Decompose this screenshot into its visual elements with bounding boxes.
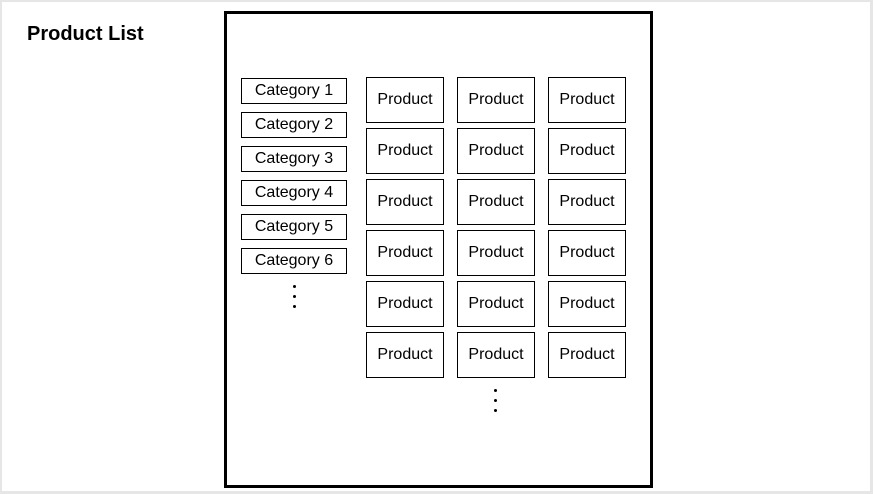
product-card[interactable]: Product bbox=[366, 332, 444, 378]
product-card[interactable]: Product bbox=[457, 179, 535, 225]
product-card[interactable]: Product bbox=[548, 77, 626, 123]
ellipsis-dot bbox=[292, 305, 296, 308]
category-item[interactable]: Category 1 bbox=[241, 78, 347, 104]
product-card[interactable]: Product bbox=[548, 281, 626, 327]
product-card[interactable]: Product bbox=[457, 77, 535, 123]
product-card[interactable]: Product bbox=[366, 230, 444, 276]
category-item[interactable]: Category 2 bbox=[241, 112, 347, 138]
product-card[interactable]: Product bbox=[366, 179, 444, 225]
ellipsis-dot bbox=[493, 389, 497, 392]
category-item[interactable]: Category 4 bbox=[241, 180, 347, 206]
product-card[interactable]: Product bbox=[457, 281, 535, 327]
product-card[interactable]: Product bbox=[548, 230, 626, 276]
product-card[interactable]: Product bbox=[457, 230, 535, 276]
product-card[interactable]: Product bbox=[366, 128, 444, 174]
ellipsis-dot bbox=[493, 399, 497, 402]
category-list: Category 1 Category 2 Category 3 Categor… bbox=[241, 78, 347, 282]
category-item[interactable]: Category 3 bbox=[241, 146, 347, 172]
category-item[interactable]: Category 5 bbox=[241, 214, 347, 240]
more-categories-ellipsis bbox=[291, 285, 297, 315]
category-item[interactable]: Category 6 bbox=[241, 248, 347, 274]
product-card[interactable]: Product bbox=[457, 332, 535, 378]
product-card[interactable]: Product bbox=[548, 179, 626, 225]
product-card[interactable]: Product bbox=[457, 128, 535, 174]
page-title: Product List bbox=[27, 23, 144, 45]
product-card[interactable]: Product bbox=[366, 77, 444, 123]
ellipsis-dot bbox=[292, 295, 296, 298]
product-card[interactable]: Product bbox=[366, 281, 444, 327]
product-card[interactable]: Product bbox=[548, 332, 626, 378]
ellipsis-dot bbox=[493, 409, 497, 412]
more-products-ellipsis bbox=[492, 389, 498, 419]
product-grid: Product Product Product Product Product … bbox=[366, 77, 626, 378]
product-card[interactable]: Product bbox=[548, 128, 626, 174]
ellipsis-dot bbox=[292, 285, 296, 288]
